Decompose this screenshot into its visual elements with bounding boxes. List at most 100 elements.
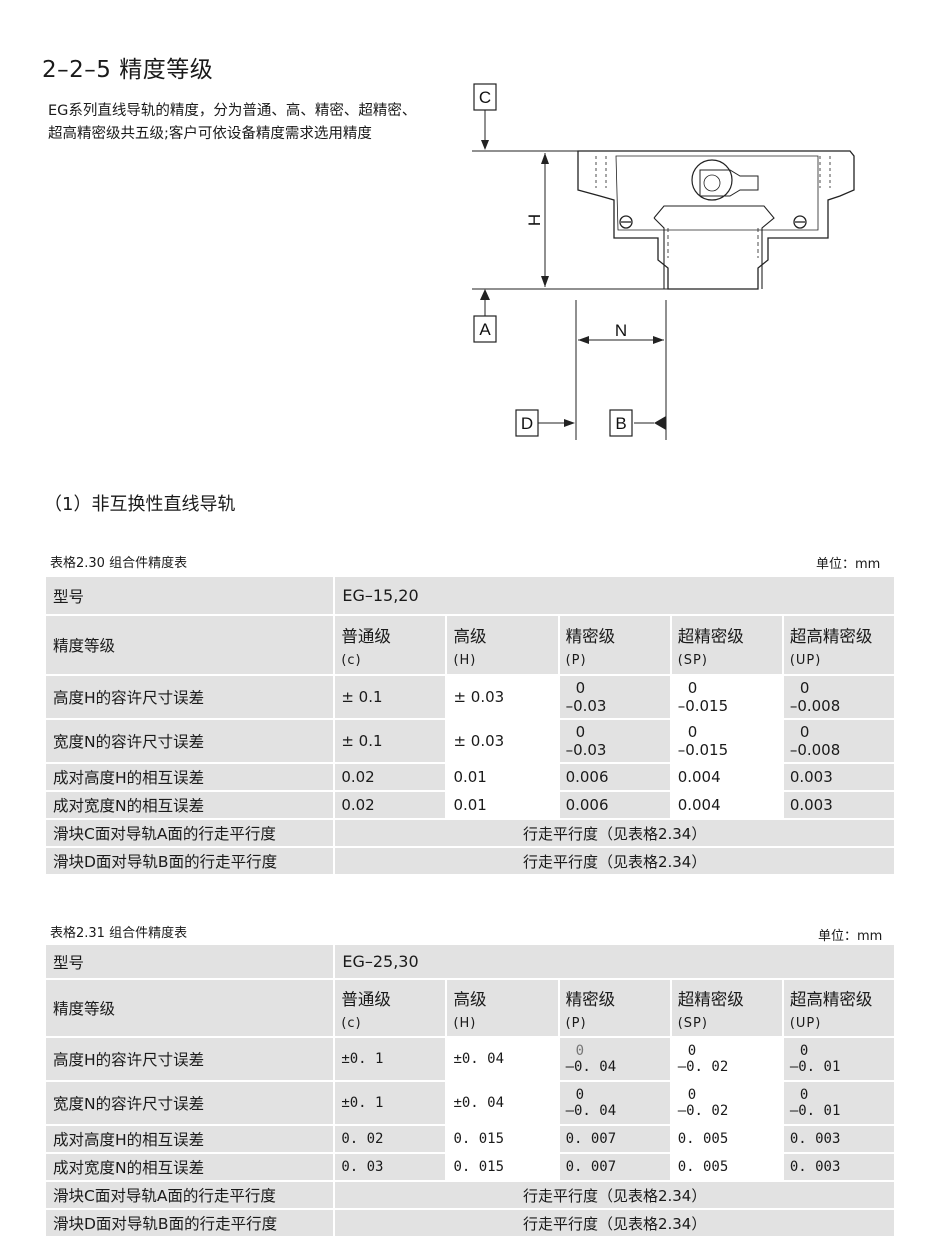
cell-up-lower: –0.008 — [789, 741, 841, 759]
table-row: 成对高度H的相互误差 0.02 0.01 0.006 0.004 0.003 — [46, 764, 894, 790]
row-label: 滑块C面对导轨A面的行走平行度 — [46, 820, 334, 846]
row-label: 滑块D面对导轨B面的行走平行度 — [46, 1210, 334, 1236]
table-row: 滑块D面对导轨B面的行走平行度 行走平行度（见表格2.34） — [46, 1210, 894, 1236]
grade-label: 精度等级 — [46, 980, 334, 1036]
cell-p-upper: 0 — [575, 1043, 585, 1059]
cell-value: 0.01 — [447, 764, 558, 790]
cell-normal: ±0. 1 — [335, 1082, 446, 1124]
cell-p-lower: –0. 04 — [565, 1103, 617, 1119]
table-row: 成对宽度N的相互误差 0. 03 0. 015 0. 007 0. 005 0.… — [46, 1154, 894, 1180]
row-label: 高度H的容许尺寸误差 — [46, 1038, 334, 1080]
cell-value: 0. 015 — [447, 1126, 558, 1152]
cell-p-upper: 0 — [575, 723, 586, 741]
cell-value: 0. 003 — [783, 1126, 894, 1152]
row-label: 成对宽度N的相互误差 — [46, 1154, 334, 1180]
row-label: 成对高度H的相互误差 — [46, 764, 334, 790]
subsection-title: （1）非互换性直线导轨 — [44, 494, 236, 515]
grade-code: (H) — [453, 652, 477, 668]
cell-value: 0. 005 — [671, 1154, 782, 1180]
precision-table-2: 型号 EG–25,30 精度等级 普通级(c) 高级(H) 精密级(P) 超精密… — [44, 943, 896, 1238]
cell-value: 0. 005 — [671, 1126, 782, 1152]
cell-value: 0. 007 — [559, 1126, 670, 1152]
grade-name: 高级 — [453, 626, 487, 646]
cell-up-lower: –0. 01 — [789, 1059, 841, 1075]
cell-high: ±0. 04 — [447, 1038, 558, 1080]
table-row: 滑块C面对导轨A面的行走平行度 行走平行度（见表格2.34） — [46, 1182, 894, 1208]
row-label: 高度H的容许尺寸误差 — [46, 676, 334, 718]
label-n: N — [615, 321, 627, 340]
cell-high: ± 0.03 — [447, 720, 558, 762]
cell-value: 0.02 — [335, 792, 446, 818]
grade-code: (c) — [341, 1015, 362, 1031]
model-value: EG–25,30 — [335, 945, 894, 978]
grade-code: (SP) — [677, 652, 708, 668]
cell-value: 0.02 — [335, 764, 446, 790]
table-row: 滑块C面对导轨A面的行走平行度 行走平行度（见表格2.34） — [46, 820, 894, 846]
row-label: 成对宽度N的相互误差 — [46, 792, 334, 818]
cell-normal: ± 0.1 — [335, 676, 446, 718]
cell-up-upper: 0 — [799, 1087, 809, 1103]
cell-sp-lower: –0. 02 — [677, 1103, 729, 1119]
cell-sp-lower: –0.015 — [677, 697, 729, 715]
cell-parallelism: 行走平行度（见表格2.34） — [335, 1182, 894, 1208]
cell-value: 0.003 — [783, 792, 894, 818]
row-label: 宽度N的容许尺寸误差 — [46, 1082, 334, 1124]
cell-normal: ±0. 1 — [335, 1038, 446, 1080]
table-row: 成对宽度N的相互误差 0.02 0.01 0.006 0.004 0.003 — [46, 792, 894, 818]
grade-name: 超精密级 — [677, 626, 744, 646]
cell-p-lower: –0.03 — [565, 697, 607, 715]
table-row: 宽度N的容许尺寸误差 ±0. 1 ±0. 04 0–0. 04 0–0. 02 … — [46, 1082, 894, 1124]
grade-code: (P) — [565, 652, 587, 668]
table-row: 成对高度H的相互误差 0. 02 0. 015 0. 007 0. 005 0.… — [46, 1126, 894, 1152]
cell-up-lower: –0. 01 — [789, 1103, 841, 1119]
cell-up-upper: 0 — [799, 723, 810, 741]
grade-name: 超高精密级 — [789, 626, 873, 646]
cell-value: 0.01 — [447, 792, 558, 818]
cell-sp-lower: –0.015 — [677, 741, 729, 759]
cell-value: 0. 007 — [559, 1154, 670, 1180]
cell-value: 0. 003 — [783, 1154, 894, 1180]
section-title: 2–2–5 精度等级 — [42, 57, 214, 83]
table-row: 宽度N的容许尺寸误差 ± 0.1 ± 0.03 0–0.03 0–0.015 0… — [46, 720, 894, 762]
cell-p-lower: –0.03 — [565, 741, 607, 759]
table-caption: 表格2.31 组合件精度表 — [50, 926, 188, 941]
table-row: 型号 EG–25,30 — [46, 945, 894, 978]
grade-name: 精密级 — [565, 626, 616, 646]
cell-high: ±0. 04 — [447, 1082, 558, 1124]
table-row: 高度H的容许尺寸误差 ±0. 1 ±0. 04 0–0. 04 0–0. 02 … — [46, 1038, 894, 1080]
grade-name: 普通级 — [341, 626, 391, 646]
cell-value: 0.006 — [559, 792, 670, 818]
cell-value: 0.006 — [559, 764, 670, 790]
row-label: 成对高度H的相互误差 — [46, 1126, 334, 1152]
cell-p-upper: 0 — [575, 1087, 585, 1103]
table-row: 滑块D面对导轨B面的行走平行度 行走平行度（见表格2.34） — [46, 848, 894, 874]
cell-sp-upper: 0 — [687, 679, 698, 697]
grade-code: (P) — [565, 1015, 587, 1031]
table-row: 高度H的容许尺寸误差 ± 0.1 ± 0.03 0–0.03 0–0.015 0… — [46, 676, 894, 718]
cell-sp-upper: 0 — [687, 1043, 697, 1059]
cell-p-lower: –0. 04 — [565, 1059, 617, 1075]
grade-name: 超高精密级 — [789, 989, 873, 1009]
table-row: 精度等级 普通级(c) 高级(H) 精密级(P) 超精密级(SP) 超高精密级(… — [46, 616, 894, 674]
unit-label: 单位：mm — [816, 557, 881, 572]
cell-value: 0.004 — [671, 792, 782, 818]
model-label: 型号 — [46, 577, 334, 614]
grade-code: (H) — [453, 1015, 477, 1031]
cell-value: 0. 015 — [447, 1154, 558, 1180]
cell-value: 0.004 — [671, 764, 782, 790]
grade-code: (c) — [341, 652, 362, 668]
grade-name: 超精密级 — [677, 989, 744, 1009]
grade-code: (UP) — [789, 1015, 822, 1031]
cell-value: 0. 02 — [335, 1126, 446, 1152]
label-b: B — [615, 414, 626, 433]
cell-sp-upper: 0 — [687, 1087, 697, 1103]
model-label: 型号 — [46, 945, 334, 978]
cell-sp-lower: –0. 02 — [677, 1059, 729, 1075]
row-label: 滑块D面对导轨B面的行走平行度 — [46, 848, 334, 874]
intro-paragraph: EG系列直线导轨的精度，分为普通、高、精密、超精密、超高精密级共五级;客户可依设… — [48, 103, 417, 142]
table-row: 精度等级 普通级(c) 高级(H) 精密级(P) 超精密级(SP) 超高精密级(… — [46, 980, 894, 1036]
cell-sp-upper: 0 — [687, 723, 698, 741]
cell-parallelism: 行走平行度（见表格2.34） — [335, 848, 894, 874]
grade-code: (SP) — [677, 1015, 708, 1031]
grade-name: 高级 — [453, 989, 487, 1009]
